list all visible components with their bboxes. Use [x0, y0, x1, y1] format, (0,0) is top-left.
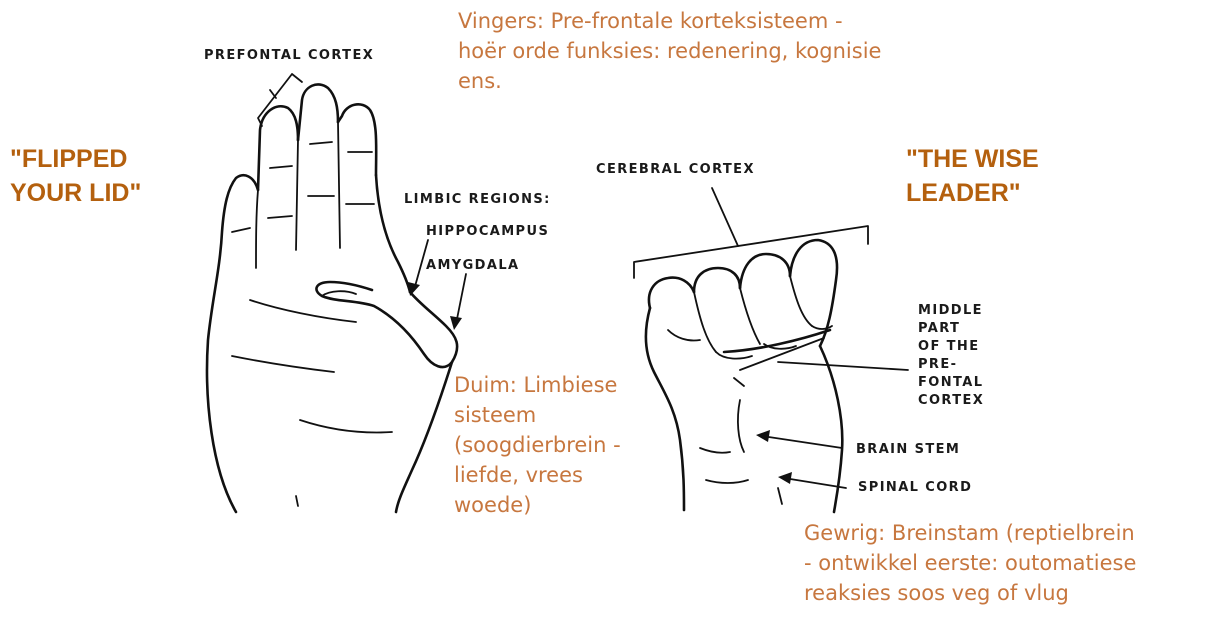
- middle-part-prefrontal-label: MIDDLE PART OF THE PRE- FONTAL CORTEX: [918, 302, 984, 410]
- brain-stem-label: BRAIN STEM: [856, 440, 960, 460]
- thumb-note-line: sisteem: [454, 400, 621, 430]
- fingers-note-line: hoër orde funksies: redenering, kognisie: [458, 36, 881, 66]
- thumb-note-line: (soogdierbrein -: [454, 430, 621, 460]
- wrist-note-line: Gewrig: Breinstam (reptielbrein: [804, 518, 1136, 548]
- flipped-heading-line: "FLIPPED: [10, 142, 141, 176]
- thumb-note-line: woede): [454, 490, 621, 520]
- thumb-note: Duim: Limbiese sisteem (soogdierbrein - …: [454, 370, 621, 520]
- cerebral-cortex-label: CEREBRAL CORTEX: [596, 160, 755, 180]
- middle-part-label-line: OF THE: [918, 338, 984, 356]
- open-hand-drawing: [207, 74, 466, 512]
- wise-heading-line: "THE WISE: [906, 142, 1039, 176]
- hippocampus-label: HIPPOCAMPUS: [426, 222, 549, 242]
- middle-part-label-line: FONTAL: [918, 374, 984, 392]
- amygdala-label: AMYGDALA: [426, 256, 519, 276]
- wrist-note-line: - ontwikkel eerste: outomatiese: [804, 548, 1136, 578]
- wrist-note-line: reaksies soos veg of vlug: [804, 578, 1136, 608]
- middle-part-label-line: MIDDLE: [918, 302, 984, 320]
- wise-leader-heading: "THE WISE LEADER": [906, 142, 1039, 210]
- middle-part-label-line: PRE-: [918, 356, 984, 374]
- fingers-note: Vingers: Pre-frontale korteksisteem - ho…: [458, 6, 881, 96]
- thumb-note-line: Duim: Limbiese: [454, 370, 621, 400]
- fingers-note-line: Vingers: Pre-frontale korteksisteem -: [458, 6, 881, 36]
- middle-part-label-line: CORTEX: [918, 392, 984, 410]
- flipped-heading-line: YOUR LID": [10, 176, 141, 210]
- wrist-note: Gewrig: Breinstam (reptielbrein - ontwik…: [804, 518, 1136, 608]
- wise-heading-line: LEADER": [906, 176, 1039, 210]
- fist-drawing: [634, 188, 908, 512]
- prefontal-cortex-label: PREFONTAL CORTEX: [204, 46, 374, 66]
- middle-part-label-line: PART: [918, 320, 984, 338]
- flipped-your-lid-heading: "FLIPPED YOUR LID": [10, 142, 141, 210]
- limbic-regions-label: LIMBIC REGIONS:: [404, 190, 551, 210]
- fingers-note-line: ens.: [458, 66, 881, 96]
- spinal-cord-label: SPINAL CORD: [858, 478, 972, 498]
- thumb-note-line: liefde, vrees: [454, 460, 621, 490]
